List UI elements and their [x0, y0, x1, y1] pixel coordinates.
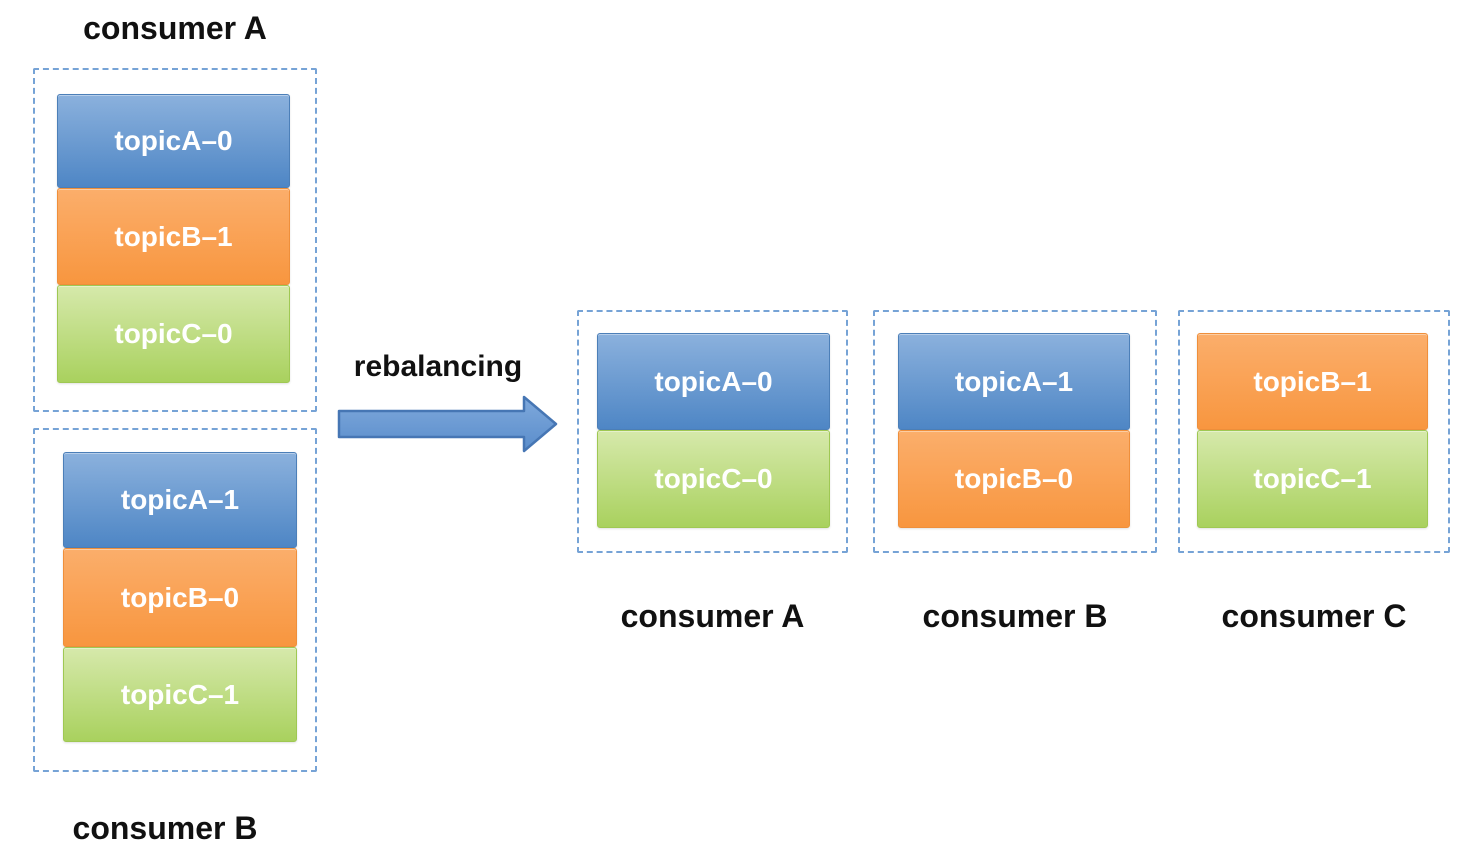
partition-topicA-1-after: topicA–1 [898, 333, 1130, 430]
partition-label: topicC–0 [654, 463, 773, 494]
partition-topicA-1-before: topicA–1 [63, 452, 297, 548]
partition-topicA-0-after: topicA–0 [597, 333, 830, 430]
after-consumer-b-label: consumer B [922, 598, 1108, 634]
partition-label: topicC–1 [1253, 463, 1372, 494]
partition-topicB-1-before: topicB–1 [57, 188, 290, 285]
partition-label: topicB–0 [120, 581, 240, 613]
partition-topicB-1-after: topicB–1 [1197, 333, 1428, 430]
partition-label: topicA–1 [120, 484, 240, 515]
partition-label: topicA–1 [954, 365, 1074, 397]
partition-topicA-0-before: topicA–0 [57, 94, 290, 188]
partition-label: topicA–0 [114, 125, 233, 156]
partition-topicC-0-before: topicC–0 [57, 285, 290, 383]
after-consumer-a-label: consumer A [620, 598, 805, 634]
before-consumer-a-label: consumer A [83, 10, 267, 46]
partition-label: topicC–1 [120, 678, 240, 710]
after-consumer-c-group-box [1178, 310, 1450, 553]
partition-topicB-0-before: topicB–0 [63, 548, 297, 647]
partition-topicC-1-after: topicC–1 [1197, 430, 1428, 528]
after-consumer-c-label: consumer C [1221, 598, 1407, 634]
before-consumer-b-group-box [33, 428, 317, 772]
after-consumer-a-group-box [577, 310, 848, 553]
before-consumer-a-group-box [33, 68, 317, 412]
partition-label: topicB–1 [1253, 365, 1372, 397]
partition-topicC-0-after: topicC–0 [597, 430, 830, 528]
partition-topicB-0-after: topicB–0 [898, 430, 1130, 528]
partition-label: topicB–0 [954, 463, 1074, 494]
before-consumer-b-label: consumer B [72, 810, 258, 846]
partition-topicC-1-before: topicC–1 [63, 647, 297, 742]
partition-label: topicC–0 [114, 318, 233, 349]
right-arrow-icon [337, 395, 558, 453]
partition-label: topicA–0 [654, 365, 773, 397]
after-consumer-b-group-box [873, 310, 1157, 553]
rebalancing-label: rebalancing [353, 350, 523, 383]
partition-label: topicB–1 [114, 220, 233, 252]
